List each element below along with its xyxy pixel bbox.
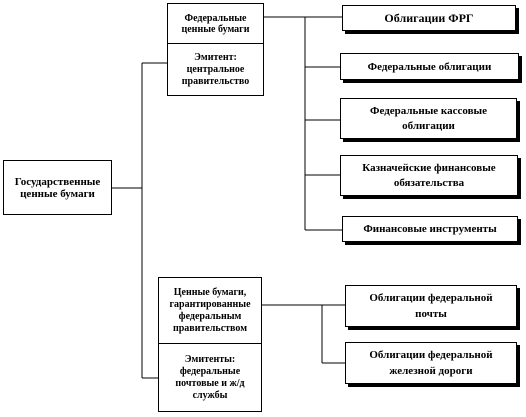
guaranteed-group-title-cell: Ценные бумаги, гарантированные федеральн… <box>159 278 261 344</box>
federal-child-4: Казначейские финансовые обязательства <box>340 155 518 196</box>
guaranteed-child-1-label: Облигации федеральной почты <box>369 292 493 320</box>
federal-child-2-label: Федеральные облигации <box>367 60 492 73</box>
guaranteed-child-2-label: Облигации федеральной железной дороги <box>369 349 493 377</box>
federal-group-title-cell: Федеральные ценные бумаги <box>168 4 263 44</box>
guaranteed-group-issuer: Эмитенты: федеральные почтовые и ж/д слу… <box>175 354 245 401</box>
federal-group-issuer: Эмитент: центральное правительство <box>181 52 250 87</box>
federal-child-5-label: Финансовые инструменты <box>363 223 497 235</box>
federal-child-5: Финансовые инструменты <box>342 216 518 242</box>
guaranteed-group-issuer-cell: Эмитенты: федеральные почтовые и ж/д слу… <box>159 344 261 412</box>
root-node: Государственные ценные бумаги <box>3 160 112 215</box>
federal-child-3: Федеральные кассовые облигации <box>340 98 517 139</box>
federal-child-2: Федеральные облигации <box>340 53 519 80</box>
federal-child-1-label: Облигации ФРГ <box>384 11 474 25</box>
federal-group-node: Федеральные ценные бумаги Эмитент: центр… <box>167 3 264 96</box>
federal-group-title: Федеральные ценные бумаги <box>181 12 250 35</box>
guaranteed-child-1: Облигации федеральной почты <box>345 285 517 327</box>
guaranteed-group-title: Ценные бумаги, гарантированные федеральн… <box>169 286 251 334</box>
federal-group-issuer-cell: Эмитент: центральное правительство <box>168 44 263 96</box>
federal-child-1: Облигации ФРГ <box>342 5 516 31</box>
guaranteed-child-2: Облигации федеральной железной дороги <box>345 342 517 384</box>
guaranteed-group-node: Ценные бумаги, гарантированные федеральн… <box>158 277 262 412</box>
root-label: Государственные ценные бумаги <box>14 175 101 200</box>
federal-child-4-label: Казначейские финансовые обязательства <box>362 161 496 189</box>
federal-child-3-label: Федеральные кассовые облигации <box>370 104 487 132</box>
